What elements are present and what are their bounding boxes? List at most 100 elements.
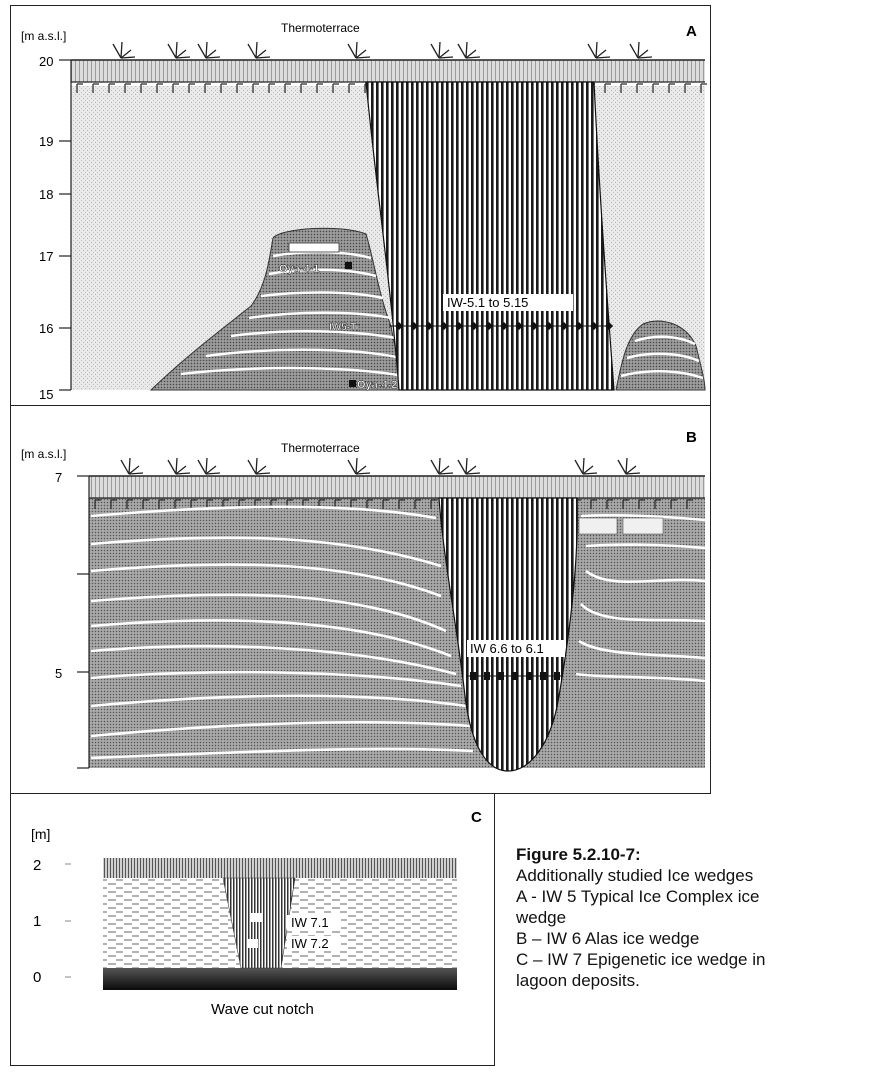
plant-icon [347,457,371,475]
wedge-label: IW 6.6 to 6.1 [470,641,544,656]
y-ticks [59,59,71,391]
y-tick-label: 1 [33,913,41,930]
dark-base [103,968,457,990]
sample-point [410,322,418,330]
sample-label: IW 7.2 [291,936,329,951]
panel-c-diagram: IW 7.1 IW 7.2 Wave cut notch [m] 2 1 0 C [31,809,482,1018]
wedge-label: IW-5.1 to 5.15 [447,295,528,310]
panel-c: IW 7.1 IW 7.2 Wave cut notch [m] 2 1 0 C [10,793,495,1066]
plant-icon [197,41,221,59]
base-label: Wave cut notch [211,1001,314,1018]
panel-b: 7 5 [m a.s.l.] Thermoterrace B IW 6.6 to… [10,405,711,794]
active-layer [71,60,705,82]
sample-point [498,672,504,680]
sample-marker [247,939,258,948]
sample-label: Oya-4-1 [279,263,319,275]
sample-point [560,322,568,330]
plant-icon [587,41,611,59]
vegetation-icons [120,457,641,475]
ice-wedge-a [365,81,615,391]
ice-wedge-c [222,877,296,969]
y-tick-label: 16 [39,321,53,336]
plant-icon [430,41,454,59]
y-axis-unit: [m a.s.l.] [21,29,66,43]
plant-icon [574,457,598,475]
ice-wedge-b [438,497,578,772]
caption-line: C – IW 7 Epigenetic ice wedge in [516,950,766,969]
y-tick-label: 18 [39,187,53,202]
sample-label: Oya-4-2 [357,379,397,391]
lens [578,517,618,535]
sample-label: IW 7.1 [291,915,329,930]
y-axis-unit: [m a.s.l.] [21,447,66,461]
panel-a: 20 19 18 17 16 15 [m a.s.l.] Thermoterra… [10,5,711,406]
sample-point [500,322,508,330]
plant-icon [430,457,454,475]
lens [288,242,340,253]
strata-lines [90,505,706,760]
surface-layer [103,858,457,878]
sample-marker [349,380,356,387]
sample-point [530,322,538,330]
plant-icon [120,457,144,475]
sample-point [470,322,478,330]
surface-label: Thermoterrace [281,441,360,455]
plant-icon [167,41,191,59]
caption-line: A - IW 5 Typical Ice Complex ice [516,887,760,906]
plant-icon [617,457,641,475]
y-tick-label: 5 [55,666,62,681]
plant-icon [347,41,371,59]
panel-letter: C [471,809,482,826]
y-tick-label: 20 [39,54,53,69]
sample-point [484,672,490,680]
sample-point [515,322,523,330]
y-tick-label: 15 [39,387,53,402]
sample-points-row [470,672,560,680]
plant-icon [457,457,481,475]
y-ticks [77,475,89,769]
y-tick-label: 7 [55,470,62,485]
y-tick-label: 19 [39,134,53,149]
sample-point [425,322,433,330]
y-tick-label: 2 [33,857,41,874]
figure-caption: Figure 5.2.10-7: Additionally studied Ic… [516,844,876,991]
caption-line: Additionally studied Ice wedges [516,866,754,885]
y-tick-label: 0 [33,969,41,986]
y-tick-label: 17 [39,249,53,264]
sample-point [395,322,403,330]
panel-letter: A [686,23,697,40]
panel-letter: B [686,429,697,446]
sample-point [512,672,518,680]
surface-label: Thermoterrace [281,21,360,35]
lens [622,517,664,535]
caption-line: wedge [516,908,567,927]
sample-point [455,322,463,330]
sample-point [545,322,553,330]
sample-marker [251,913,262,922]
sample-point [605,322,613,330]
sample-point [526,672,532,680]
figure-title: Figure 5.2.10-7: [516,845,641,864]
sample-point [470,672,476,680]
sample-marker [345,262,352,269]
plant-icon [629,41,653,59]
panel-a-diagram: 20 19 18 17 16 15 [m a.s.l.] Thermoterra… [21,21,707,402]
vegetation-icons [112,41,653,59]
sample-point [485,322,493,330]
plant-icon [247,457,271,475]
panel-b-diagram: 7 5 [m a.s.l.] Thermoterrace B IW 6.6 to… [21,429,706,772]
caption-line: lagoon deposits. [516,971,640,990]
sample-label: IW5-Tr [329,322,360,333]
sample-points-row [395,322,613,330]
sample-point [590,322,598,330]
active-layer [89,476,705,498]
y-axis-unit: [m] [31,826,50,842]
plant-icon [112,41,136,59]
sample-point [440,322,448,330]
plant-icon [167,457,191,475]
sample-point [540,672,546,680]
sample-point [575,322,583,330]
plant-icon [197,457,221,475]
plant-icon [457,41,481,59]
plant-icon [247,41,271,59]
